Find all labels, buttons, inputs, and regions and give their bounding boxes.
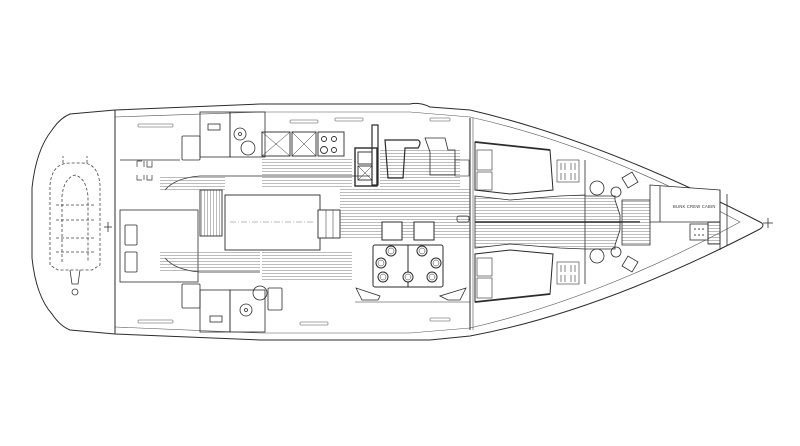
saloon-settee	[384, 137, 470, 179]
hull-outline	[31, 102, 764, 341]
crew-cabin	[649, 184, 728, 250]
saloon-floor	[160, 148, 470, 280]
forward-corridor	[474, 194, 651, 250]
tender-dinghy	[49, 156, 101, 271]
forward-cabin-starboard	[474, 141, 554, 195]
crew-cabin-glyph-dots	[694, 228, 704, 236]
outboard-motor-icon	[69, 269, 81, 296]
engine-room	[199, 189, 341, 251]
chart-table-glyph	[136, 160, 153, 181]
forward-cabin-port	[474, 249, 554, 303]
aft-head-port	[199, 285, 283, 333]
bow-marker-icon	[763, 218, 773, 228]
galley	[261, 124, 379, 187]
dining-chairs	[375, 245, 442, 283]
compass-mark-icon	[104, 222, 112, 232]
crew-cabin-label: BUNK CREW CABIN	[673, 204, 716, 209]
forward-lockers	[556, 159, 580, 285]
main-bulkhead	[469, 118, 474, 330]
mast-step-icon	[456, 215, 470, 223]
aft-head-starboard	[199, 111, 266, 158]
deck-hatches	[137, 117, 451, 326]
forward-heads	[584, 160, 639, 284]
